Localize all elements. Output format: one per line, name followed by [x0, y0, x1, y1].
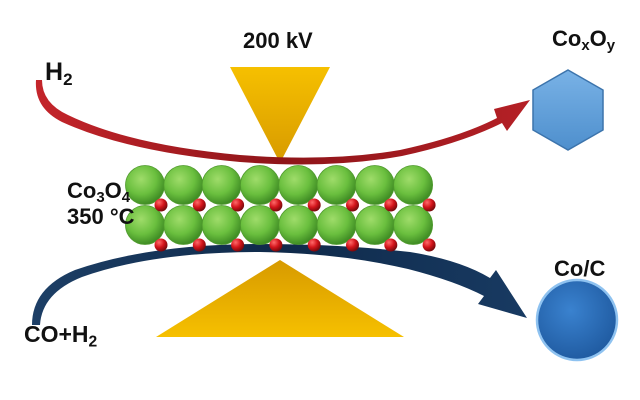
lower-beam-cone-icon — [156, 260, 404, 337]
sample-temperature-label: 350 °C — [67, 204, 135, 229]
oxygen-atom — [231, 198, 245, 212]
oxygen-atom — [269, 238, 283, 252]
oxygen-atom — [192, 198, 206, 212]
carbide-product-label: Co/C — [554, 256, 606, 281]
cobalt-atom — [278, 205, 319, 245]
co3o4-lattice — [125, 165, 436, 252]
carbide-product-circle-icon — [535, 278, 619, 362]
cobalt-atom — [163, 165, 204, 205]
cobalt-atom — [278, 165, 319, 205]
oxygen-atom — [269, 198, 283, 212]
voltage-label: 200 kV — [243, 28, 313, 53]
oxygen-atom — [307, 198, 321, 212]
cobalt-atom — [239, 205, 280, 245]
oxygen-atom — [154, 238, 168, 252]
upper-beam-cone-icon — [230, 67, 330, 163]
oxygen-atom — [346, 198, 359, 212]
sample-formula-label: Co3O4 — [67, 178, 131, 207]
cobalt-atom — [316, 205, 357, 245]
cobalt-atom — [354, 165, 395, 205]
oxygen-atom — [192, 238, 206, 252]
oxygen-atom — [346, 238, 359, 252]
oxygen-atom — [384, 198, 398, 212]
oxygen-atom — [307, 238, 321, 252]
cobalt-atom — [393, 165, 434, 205]
oxygen-atom — [422, 238, 436, 252]
gas-mix-arrow — [32, 244, 527, 325]
cobalt-atom — [201, 165, 242, 205]
oxide-product-label: CoxOy — [552, 26, 616, 55]
cobalt-atom — [201, 205, 242, 245]
oxygen-atom — [384, 238, 398, 252]
oxygen-atom — [154, 198, 168, 212]
cobalt-atom — [239, 165, 280, 205]
gas-mix-label: CO+H2 — [24, 321, 98, 351]
cobalt-atom — [393, 205, 434, 245]
oxygen-atom — [422, 198, 436, 212]
h2-label: H2 — [45, 58, 73, 89]
cobalt-atom — [163, 205, 204, 245]
cobalt-atom — [316, 165, 357, 205]
sample-label: Co3O4 350 °C — [67, 178, 135, 230]
oxide-product-hexagon-icon — [532, 69, 604, 151]
cobalt-atom — [354, 205, 395, 245]
oxygen-atom — [231, 238, 245, 252]
